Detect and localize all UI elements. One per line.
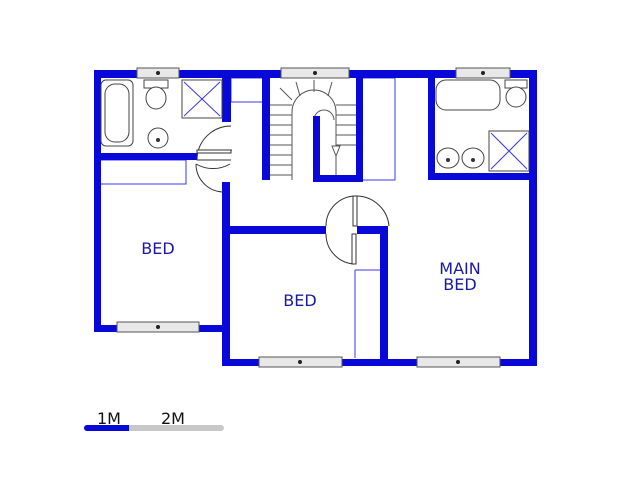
staircase xyxy=(268,80,358,180)
room-label-main-bed: MAIN BED xyxy=(420,261,500,293)
room-label-main-bed-line1: MAIN xyxy=(439,259,481,278)
scale-label-2m: 2M xyxy=(161,409,185,428)
room-label-main-bed-line2: BED xyxy=(443,275,477,294)
room-label-bed-left: BED xyxy=(141,239,175,258)
room-label-bed-middle: BED xyxy=(283,291,317,310)
interior-lines xyxy=(99,77,396,358)
scale-bar xyxy=(84,425,224,431)
windows xyxy=(116,67,511,368)
scale-bar-segment-1 xyxy=(84,425,129,431)
bath-fixtures xyxy=(100,79,530,172)
scale-label-1m: 1M xyxy=(97,409,121,428)
doors xyxy=(195,125,390,265)
